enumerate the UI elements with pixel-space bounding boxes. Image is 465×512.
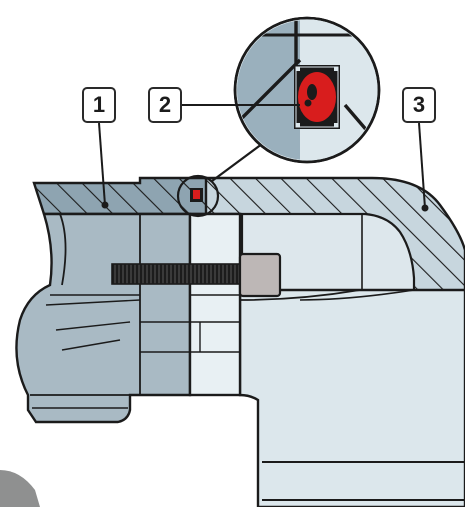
clamp-hatched-flange [32, 176, 208, 216]
clamp-part-1 [15, 176, 242, 424]
screw [111, 252, 282, 298]
magnifier [233, 16, 381, 164]
callout-2-label: 2 [158, 92, 172, 117]
screw-head [238, 252, 282, 298]
screw-thread [111, 263, 243, 285]
housing-inner-cavity [240, 212, 416, 302]
leader-dot-3 [421, 204, 429, 212]
seal-small-ring [193, 190, 200, 199]
callout-2: 2 [148, 87, 182, 123]
callout-3-label: 3 [412, 92, 426, 117]
clamp-body [15, 212, 192, 424]
seal-focus-circle [176, 174, 220, 218]
leader-line-3 [418, 122, 426, 209]
callout-1: 1 [82, 87, 116, 123]
seal-o-ring [298, 72, 336, 122]
callout-3: 3 [402, 87, 436, 123]
leader-dot-1 [101, 201, 109, 209]
leader-dot-2 [304, 99, 312, 107]
leader-line-1 [98, 122, 106, 206]
callout-1-label: 1 [92, 92, 106, 117]
clamp-face [188, 212, 242, 397]
housing-lower-body [238, 288, 465, 509]
background-disc [0, 470, 40, 507]
